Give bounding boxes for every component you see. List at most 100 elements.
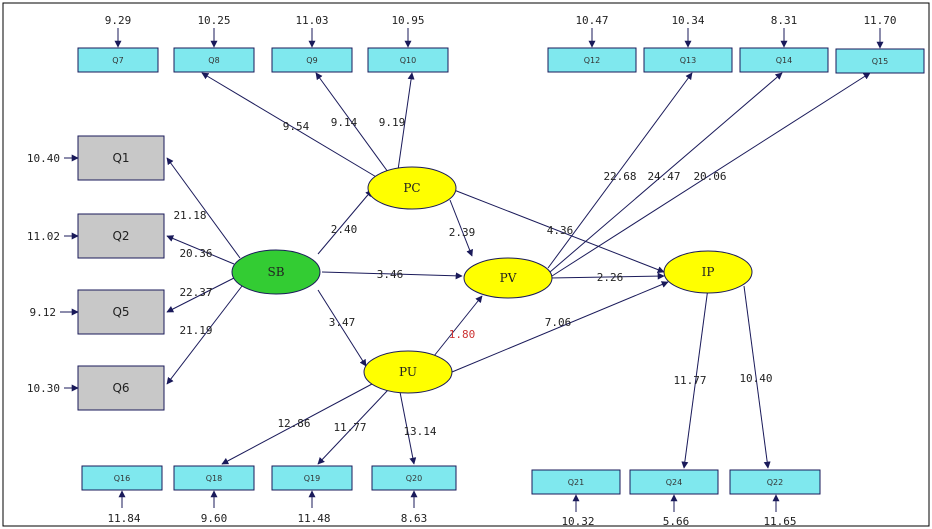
- error-value-q22: 11.65: [763, 515, 796, 528]
- indicator-q10[interactable]: Q10: [367, 47, 449, 73]
- latent-pu[interactable]: PU: [363, 350, 453, 394]
- path-pu-pv: 1.80: [449, 328, 476, 341]
- indicator-q22[interactable]: Q22: [729, 469, 821, 495]
- loading-ip-q24: 11.77: [673, 374, 706, 387]
- loading-pv-q13: 22.68: [603, 170, 636, 183]
- svg-text:Q8: Q8: [208, 56, 219, 65]
- loading-pv-q14: 24.47: [647, 170, 680, 183]
- indicator-q5[interactable]: Q5: [77, 289, 165, 335]
- loading-pc-q10: 9.19: [379, 116, 406, 129]
- loading-pc-q8: 9.54: [283, 120, 310, 133]
- error-value-q6: 10.30: [27, 382, 60, 395]
- error-value-q19: 11.48: [297, 512, 330, 525]
- svg-text:PU: PU: [399, 365, 417, 379]
- indicator-q13[interactable]: Q13: [643, 47, 733, 73]
- indicator-q12[interactable]: Q12: [547, 47, 637, 73]
- svg-text:Q20: Q20: [406, 474, 422, 483]
- edge-ip-q22: [743, 285, 771, 469]
- svg-text:Q6: Q6: [112, 381, 129, 395]
- error-value-q16: 11.84: [107, 512, 140, 525]
- latent-sb[interactable]: SB: [231, 249, 321, 295]
- svg-text:Q16: Q16: [114, 474, 130, 483]
- loading-pu-q18: 12.86: [277, 417, 310, 430]
- edge-pv-q13: [547, 72, 693, 269]
- edge-ip-q24: [681, 287, 709, 469]
- edge-pc-pv: [449, 199, 473, 257]
- error-value-q21: 10.32: [561, 515, 594, 528]
- indicator-q7[interactable]: Q7: [77, 47, 159, 73]
- indicator-q21[interactable]: Q21: [531, 469, 621, 495]
- path-sb-pu: 3.47: [329, 316, 356, 329]
- svg-text:Q5: Q5: [112, 305, 129, 319]
- indicator-q8[interactable]: Q8: [173, 47, 255, 73]
- svg-text:Q9: Q9: [306, 56, 317, 65]
- edge-pv-q15: [551, 72, 871, 277]
- svg-text:Q21: Q21: [568, 478, 584, 487]
- loading-pc-q9: 9.14: [331, 116, 358, 129]
- indicator-q2[interactable]: Q2: [77, 213, 165, 259]
- loading-pv-q15: 20.06: [693, 170, 726, 183]
- path-pc-pv: 2.39: [449, 226, 476, 239]
- indicator-q18[interactable]: Q18: [173, 465, 255, 491]
- svg-text:Q15: Q15: [872, 57, 888, 66]
- edge-pv-ip: [549, 272, 665, 280]
- edge-pc-q10: [397, 72, 415, 171]
- path-pc-ip: 4.36: [547, 224, 574, 237]
- error-value-q9: 11.03: [295, 14, 328, 27]
- error-value-q1: 10.40: [27, 152, 60, 165]
- loading-pu-q20: 13.14: [403, 425, 436, 438]
- path-pu-ip: 7.06: [545, 316, 572, 329]
- path-sb-pc: 2.40: [331, 223, 358, 236]
- loading-sb-q5: 22.37: [179, 286, 212, 299]
- error-value-q10: 10.95: [391, 14, 424, 27]
- indicator-q20[interactable]: Q20: [371, 465, 457, 491]
- path-sb-pv: 3.46: [377, 268, 404, 281]
- loading-ip-q22: 10.40: [739, 372, 772, 385]
- edge-pu-q18: [221, 383, 373, 465]
- indicator-q9[interactable]: Q9: [271, 47, 353, 73]
- edge-sb-q5: [166, 277, 235, 313]
- edge-pc-q8: [201, 72, 379, 179]
- edge-pu-ip: [451, 281, 669, 373]
- edge-pu-pv: [433, 295, 483, 357]
- svg-text:Q22: Q22: [767, 478, 783, 487]
- loading-sb-q2: 20.36: [179, 247, 212, 260]
- indicator-q6[interactable]: Q6: [77, 365, 165, 411]
- svg-text:Q18: Q18: [206, 474, 222, 483]
- latent-pv[interactable]: PV: [463, 257, 553, 299]
- loading-sb-q6: 21.19: [179, 324, 212, 337]
- error-value-q5: 9.12: [30, 306, 57, 319]
- error-value-q7: 9.29: [105, 14, 132, 27]
- edge-pc-q9: [315, 72, 389, 173]
- svg-text:Q12: Q12: [584, 56, 600, 65]
- error-value-q24: 5.66: [663, 515, 690, 528]
- edge-sb-pu: [317, 289, 367, 367]
- svg-text:Q10: Q10: [400, 56, 416, 65]
- error-value-q2: 11.02: [27, 230, 60, 243]
- svg-text:Q1: Q1: [112, 151, 129, 165]
- indicator-q1[interactable]: Q1: [77, 135, 165, 181]
- error-value-q20: 8.63: [401, 512, 428, 525]
- edge-pu-q20: [399, 391, 417, 465]
- indicator-q24[interactable]: Q24: [629, 469, 719, 495]
- edge-sb-pv: [321, 271, 463, 280]
- edge-pv-q14: [549, 72, 783, 273]
- edge-pc-ip: [453, 189, 665, 273]
- error-value-q15: 11.70: [863, 14, 896, 27]
- indicator-q14[interactable]: Q14: [739, 47, 829, 73]
- latent-ip[interactable]: IP: [663, 250, 753, 294]
- loading-sb-q1: 21.18: [173, 209, 206, 222]
- edge-sb-pc: [317, 189, 373, 255]
- loading-pu-q19: 11.77: [333, 421, 366, 434]
- indicator-q15[interactable]: Q15: [835, 48, 925, 74]
- edge-sb-q2: [166, 235, 235, 265]
- error-value-q14: 8.31: [771, 14, 798, 27]
- svg-text:Q24: Q24: [666, 478, 682, 487]
- svg-text:Q7: Q7: [112, 56, 123, 65]
- svg-text:IP: IP: [702, 265, 715, 279]
- indicator-q16[interactable]: Q16: [81, 465, 163, 491]
- latent-pc[interactable]: PC: [367, 166, 457, 210]
- path-pv-ip: 2.26: [597, 271, 624, 284]
- indicator-q19[interactable]: Q19: [271, 465, 353, 491]
